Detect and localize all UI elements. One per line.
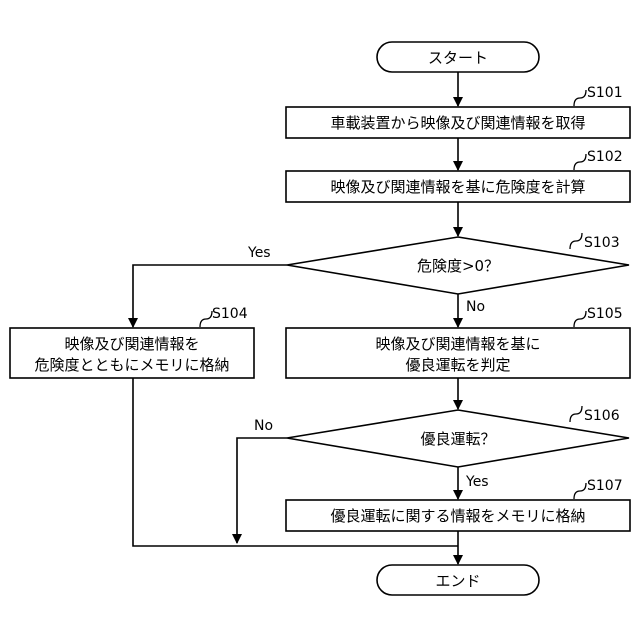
s107-step-label: S107 [587, 478, 623, 494]
s102-label: 映像及び関連情報を基に危険度を計算 [330, 178, 585, 196]
decision-s106: 優良運転？ S106 No Yes [254, 406, 629, 490]
s105-label-line2: 優良運転を判定 [405, 356, 510, 374]
s103-leader [570, 233, 582, 249]
start-node: スタート [377, 42, 539, 72]
s107-label: 優良運転に関する情報をメモリに格納 [330, 507, 585, 525]
s106-label: 優良運転？ [420, 430, 495, 448]
end-node: エンド [377, 565, 539, 595]
s105-label-line1: 映像及び関連情報を基に [375, 335, 540, 353]
arrow-s106-no-to-merge [237, 438, 287, 543]
s103-no-label: No [466, 299, 485, 315]
s101-step-label: S101 [587, 85, 623, 101]
s101-label: 車載装置から映像及び関連情報を取得 [330, 114, 585, 132]
connectors [133, 72, 458, 564]
s103-step-label: S103 [584, 235, 620, 251]
s105-step-label: S105 [587, 306, 623, 322]
s102-leader [574, 154, 586, 170]
process-s104: 映像及び関連情報を 危険度とともにメモリに格納 S104 [10, 306, 254, 378]
s106-yes-label: Yes [465, 474, 489, 490]
s105-leader [574, 311, 586, 327]
s106-leader [570, 406, 582, 422]
start-label: スタート [428, 49, 488, 67]
s104-step-label: S104 [212, 306, 248, 322]
decision-s103: 危険度>0？ S103 Yes No [247, 233, 629, 315]
s102-step-label: S102 [587, 149, 623, 165]
s107-leader [574, 483, 586, 499]
s103-yes-label: Yes [247, 245, 271, 261]
s106-step-label: S106 [584, 408, 620, 424]
s106-no-label: No [254, 418, 273, 434]
end-label: エンド [435, 572, 480, 590]
s101-leader [574, 90, 586, 106]
s104-label-line1: 映像及び関連情報を [64, 335, 199, 353]
s103-label: 危険度>0？ [417, 257, 499, 275]
s104-leader [200, 311, 212, 327]
s104-label-line2: 危険度とともにメモリに格納 [34, 356, 229, 374]
